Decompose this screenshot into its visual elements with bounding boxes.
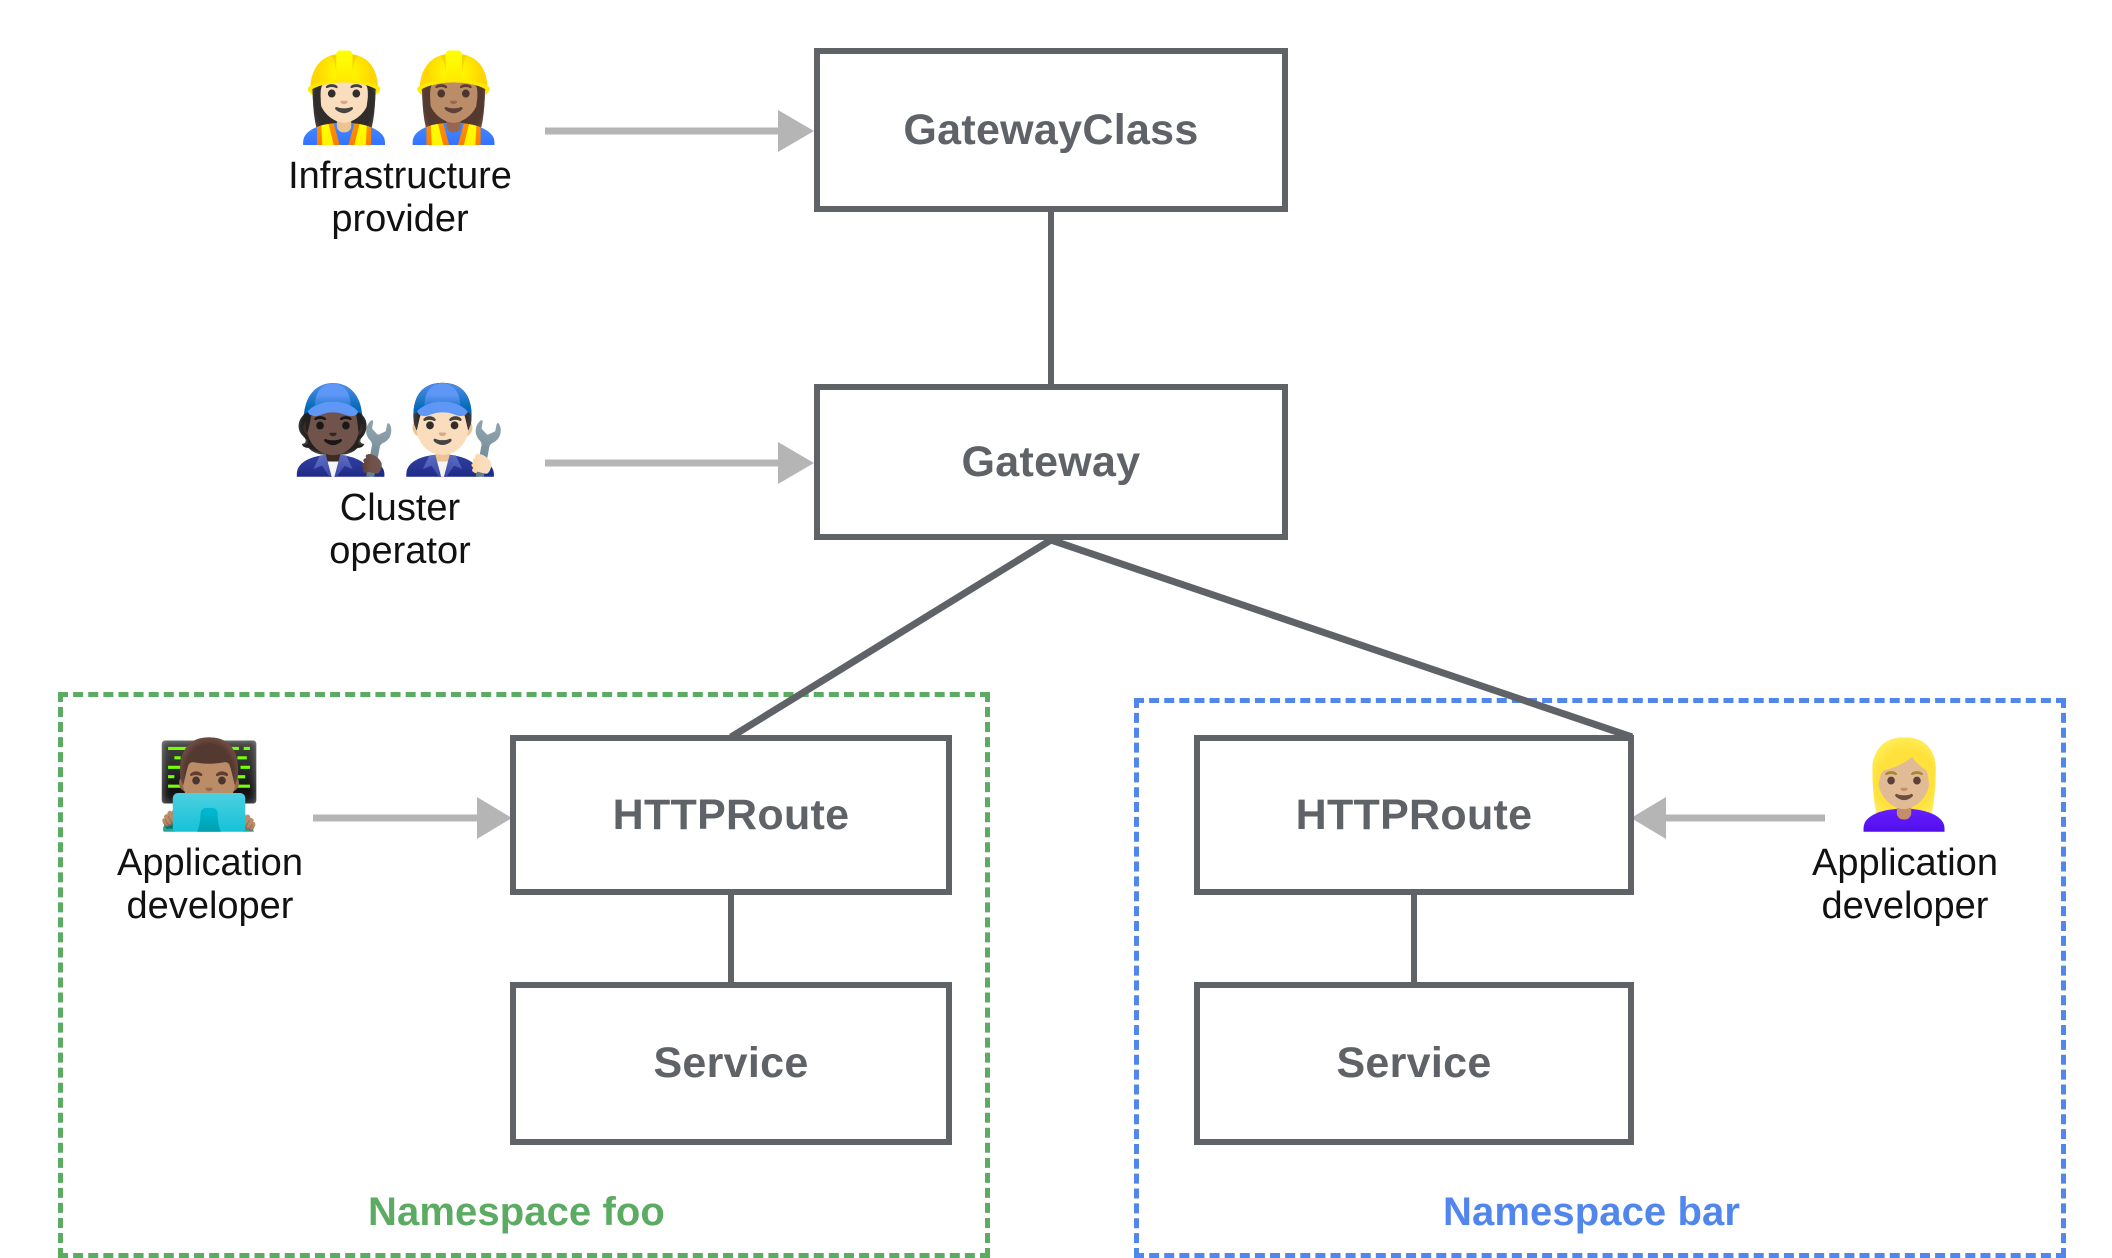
woman-technologist-emoji: 👱🏼‍♀️ [1850,735,1960,835]
node-httproute-bar-label: HTTPRoute [1295,790,1533,839]
node-gateway-label: Gateway [961,437,1141,486]
node-service-foo-label: Service [653,1039,809,1087]
node-gatewayclass-label: GatewayClass [903,105,1199,154]
node-service-foo[interactable]: Service [510,982,952,1145]
construction-worker-pair-emoji: 👷🏻‍♀️👷🏽‍♀️ [290,48,510,148]
persona-cluster-operator-label: Cluster operator [329,487,471,573]
namespace-bar-label: Namespace bar [1443,1190,1741,1234]
node-service-bar-label: Service [1336,1039,1492,1087]
namespace-foo-container [58,692,990,1258]
persona-app-developer-foo: 👨🏽‍💻 Application developer [95,742,325,929]
node-httproute-foo-label: HTTPRoute [612,790,850,839]
arrow-infra-to-gatewayclass [545,110,814,152]
persona-cluster-operator: 🧑🏿‍🔧👨🏻‍🔧 Cluster operator [255,387,545,574]
man-technologist-emoji: 👨🏽‍💻 [155,735,265,835]
node-service-bar[interactable]: Service [1194,982,1634,1145]
persona-infrastructure-provider: 👷🏻‍♀️👷🏽‍♀️ Infrastructure provider [255,55,545,242]
namespace-foo-label: Namespace foo [368,1190,665,1234]
persona-app-developer-bar-label: Application developer [1812,842,1998,928]
persona-app-developer-bar: 👱🏼‍♀️ Application developer [1790,742,2020,929]
node-httproute-foo[interactable]: HTTPRoute [510,735,952,895]
mechanic-pair-emoji: 🧑🏿‍🔧👨🏻‍🔧 [290,380,510,480]
persona-infrastructure-provider-label: Infrastructure provider [288,155,512,241]
arrow-operator-to-gateway [545,442,814,484]
node-gateway[interactable]: Gateway [814,384,1288,540]
node-httproute-bar[interactable]: HTTPRoute [1194,735,1634,895]
persona-app-developer-foo-label: Application developer [117,842,303,928]
node-gatewayclass[interactable]: GatewayClass [814,48,1288,212]
